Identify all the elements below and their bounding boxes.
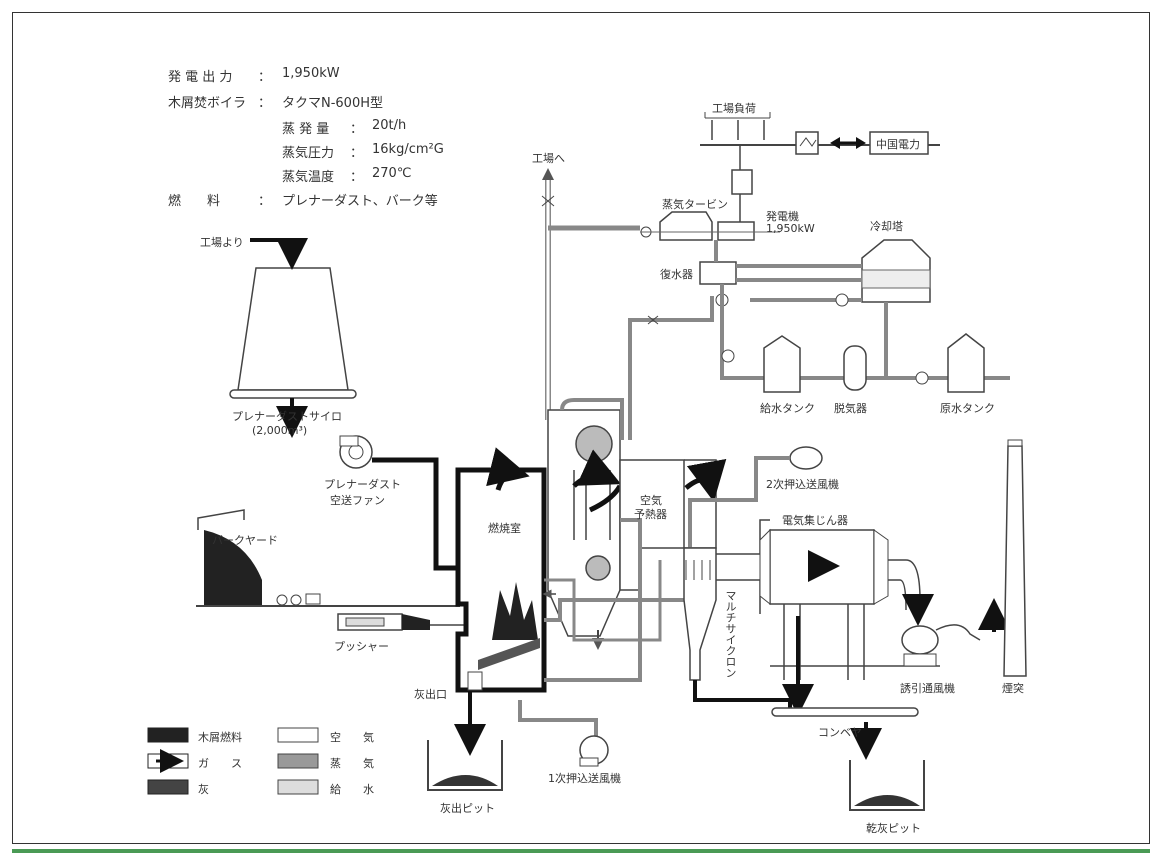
chimney bbox=[1004, 440, 1026, 676]
label-induced-fan: 誘引通風機 bbox=[900, 680, 955, 696]
label-electrostatic: 電気集じん器 bbox=[782, 512, 848, 528]
label-raw-water-tank: 原水タンク bbox=[940, 400, 995, 416]
exhaust-duct bbox=[888, 560, 920, 620]
exhaust-duct-inner bbox=[888, 580, 906, 610]
label-cooling-tower: 冷却塔 bbox=[870, 218, 903, 234]
boiler-furnace bbox=[458, 470, 544, 690]
label-factory-use: 工場負荷 bbox=[712, 100, 756, 116]
label-ash-outlet: 灰出口 bbox=[414, 686, 447, 702]
pusher bbox=[338, 614, 470, 630]
steam-turbine bbox=[641, 212, 712, 240]
label-chugoku-power: 中国電力 bbox=[876, 136, 920, 152]
label-transfer-fan-1: プレナーダスト bbox=[324, 476, 401, 492]
feed-tank bbox=[764, 336, 800, 392]
legend-swatch-ash bbox=[148, 780, 188, 794]
transfer-fan bbox=[340, 436, 372, 468]
cooling-tower bbox=[862, 240, 930, 302]
induced-draft-fan bbox=[902, 625, 980, 666]
grid-connection-arrow bbox=[830, 137, 866, 149]
legend-swatch-water bbox=[278, 780, 318, 794]
bark-yard bbox=[196, 510, 460, 606]
label-multicyclone: マルチサイクロン bbox=[722, 590, 738, 678]
label-combustion-chamber: 燃焼室 bbox=[488, 520, 521, 536]
label-chimney: 煙突 bbox=[1002, 680, 1024, 696]
label-deaerator: 脱気器 bbox=[834, 400, 867, 416]
label-pusher: プッシャー bbox=[334, 638, 389, 654]
legend-label-air: 空 気 bbox=[330, 729, 374, 745]
label-transfer-fan-2: 空送ファン bbox=[330, 492, 385, 508]
label-primary-fan: 1次押込送風機 bbox=[548, 770, 621, 786]
ash-pit-right bbox=[850, 760, 924, 810]
condenser bbox=[700, 262, 736, 284]
label-air-preheater-2: 予熱器 bbox=[634, 506, 667, 522]
legend-swatch-air bbox=[278, 728, 318, 742]
legend-swatch-steam bbox=[278, 754, 318, 768]
legend-label-water: 給 水 bbox=[330, 781, 374, 797]
legend-label-ash: 灰 bbox=[198, 781, 209, 797]
label-ash-pit-1: 灰出ピット bbox=[440, 800, 495, 816]
legend-label-gas: ガ ス bbox=[198, 755, 242, 771]
label-condenser: 復水器 bbox=[660, 266, 693, 282]
factory-load-bus bbox=[700, 112, 940, 222]
legend-swatch-wood-fuel bbox=[148, 728, 188, 742]
label-generator-kw: 1,950kW bbox=[766, 222, 815, 235]
cooling-water-piping bbox=[716, 266, 862, 306]
label-secondary-fan: 2次押込送風機 bbox=[766, 476, 839, 492]
label-silo-name: プレナーダストサイロ bbox=[232, 408, 342, 424]
label-steam-turbine: 蒸気タービン bbox=[662, 196, 728, 212]
raw-water-tank bbox=[948, 334, 984, 392]
legend-label-steam: 蒸 気 bbox=[330, 755, 374, 771]
steam-line-to-factory bbox=[542, 168, 640, 420]
generator bbox=[718, 222, 754, 240]
primary-fan bbox=[580, 736, 608, 766]
label-from-factory: 工場より bbox=[200, 234, 244, 250]
label-conveyor: コンベヤ bbox=[818, 724, 862, 740]
label-feed-tank: 給水タンク bbox=[760, 400, 815, 416]
label-to-factory: 工場へ bbox=[532, 150, 565, 166]
legend-label-wood-fuel: 木屑燃料 bbox=[198, 729, 242, 745]
planer-dust-silo bbox=[230, 240, 356, 430]
deaerator bbox=[844, 346, 866, 390]
ash-pit-left bbox=[428, 692, 502, 790]
label-ash-pit-2: 乾灰ピット bbox=[866, 820, 921, 836]
label-bark-yard: バークヤード bbox=[212, 532, 278, 548]
label-silo-capacity: (2,000m³) bbox=[252, 424, 307, 437]
